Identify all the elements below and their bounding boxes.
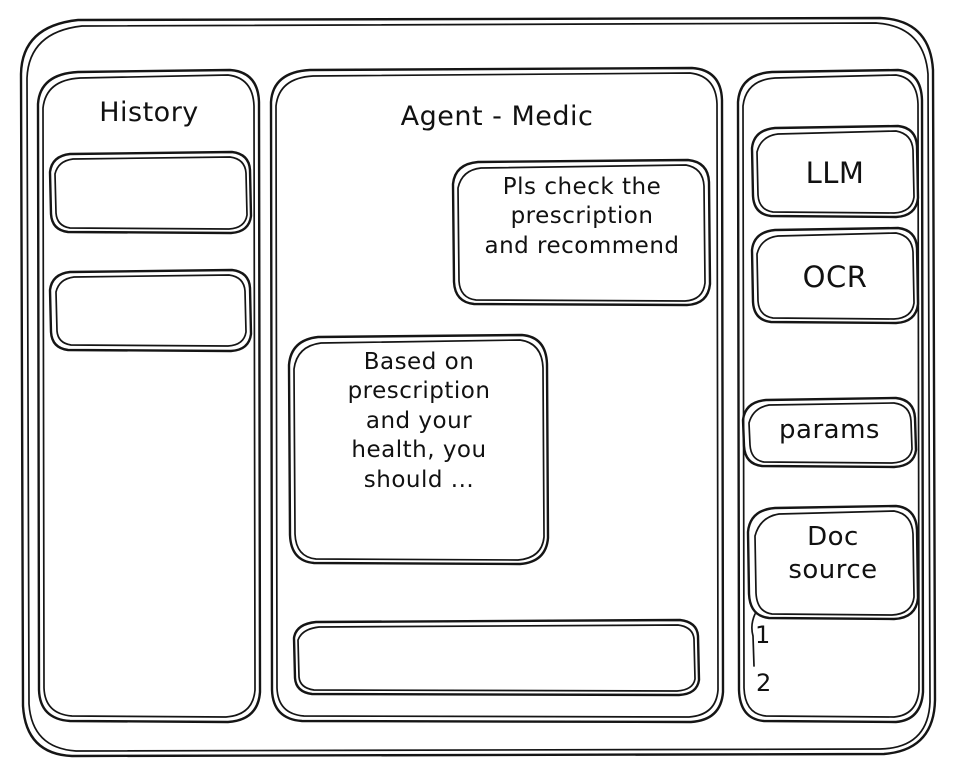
- doc-source-item-2-label: 2: [756, 669, 772, 697]
- assistant-message-bubble: Based on prescription and your health, y…: [347, 349, 491, 493]
- history-item-1[interactable]: [50, 152, 251, 234]
- llm-chip-label: LLM: [805, 156, 865, 190]
- page-title: Agent - Medic: [400, 101, 594, 132]
- params-chip-label: params: [779, 415, 880, 445]
- ocr-chip-label: OCR: [802, 260, 868, 294]
- user-message-bubble: Pls check the prescription and recommend: [484, 174, 680, 259]
- history-item-2[interactable]: [50, 270, 251, 352]
- message-composer-input[interactable]: [295, 621, 698, 694]
- doc-source-label: Doc source: [788, 522, 878, 586]
- doc-source-item-1-label: 1: [755, 621, 771, 649]
- sidebar-title: History: [99, 97, 199, 128]
